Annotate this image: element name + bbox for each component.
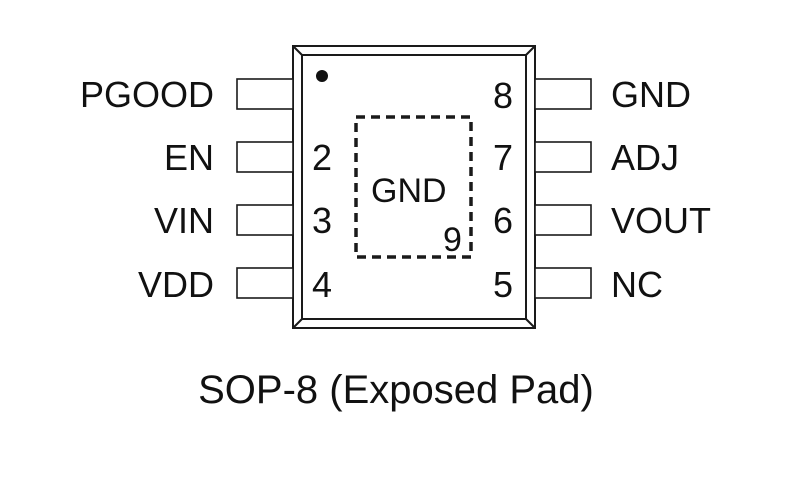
pin-name-1: PGOOD [80,74,214,115]
pin-number-6: 6 [493,200,513,241]
left-leads [236,78,294,299]
pin-name-6: VOUT [611,200,711,241]
lead-pin-7 [534,141,592,173]
right-leads [534,78,592,299]
exposed-pad-label: GND [371,172,447,210]
lead-pin-8 [534,78,592,110]
lead-pin-4 [236,267,294,299]
bevel-corner-tl [292,45,303,56]
exposed-pad-outline [354,115,473,259]
ic-body-inner [301,54,527,320]
pin-number-5: 5 [493,264,513,305]
lead-pin-2 [236,141,294,173]
ic-body-outer [292,45,536,329]
pin-name-3: VIN [154,200,214,241]
pin-number-2: 2 [312,137,332,178]
exposed-pad-number: 9 [443,221,462,259]
pin-number-3: 3 [312,200,332,241]
ic-body [292,45,536,329]
package-caption: SOP-8 (Exposed Pad) [198,368,594,412]
pin-name-5: NC [611,264,663,305]
pin-name-8: GND [611,74,691,115]
pin-number-7: 7 [493,137,513,178]
bevel-corner-tr [525,45,536,56]
lead-pin-5 [534,267,592,299]
pin-number-4: 4 [312,264,332,305]
bevel-corner-bl [292,318,303,329]
exposed-pad: GND 9 [354,115,473,259]
lead-pin-3 [236,204,294,236]
bevel-corner-br [525,318,536,329]
pin-number-8: 8 [493,75,513,116]
pin1-indicator-dot [316,70,328,82]
lead-pin-6 [534,204,592,236]
lead-pin-1 [236,78,294,110]
pin-name-4: VDD [138,264,214,305]
pin-name-2: EN [164,137,214,178]
pin-name-7: ADJ [611,137,679,178]
